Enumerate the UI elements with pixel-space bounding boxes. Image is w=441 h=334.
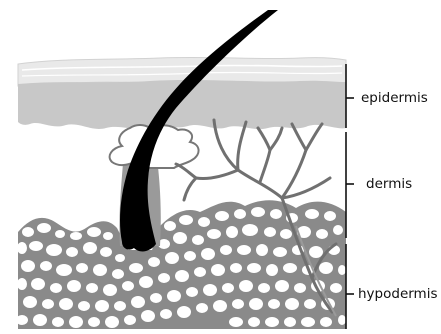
epidermis-label: epidermis [361, 92, 428, 106]
dermis-label: dermis [366, 178, 412, 192]
hypodermis-label: hypodermis [358, 288, 438, 302]
layer-brackets [346, 64, 354, 329]
hypodermis-layer [16, 200, 346, 329]
